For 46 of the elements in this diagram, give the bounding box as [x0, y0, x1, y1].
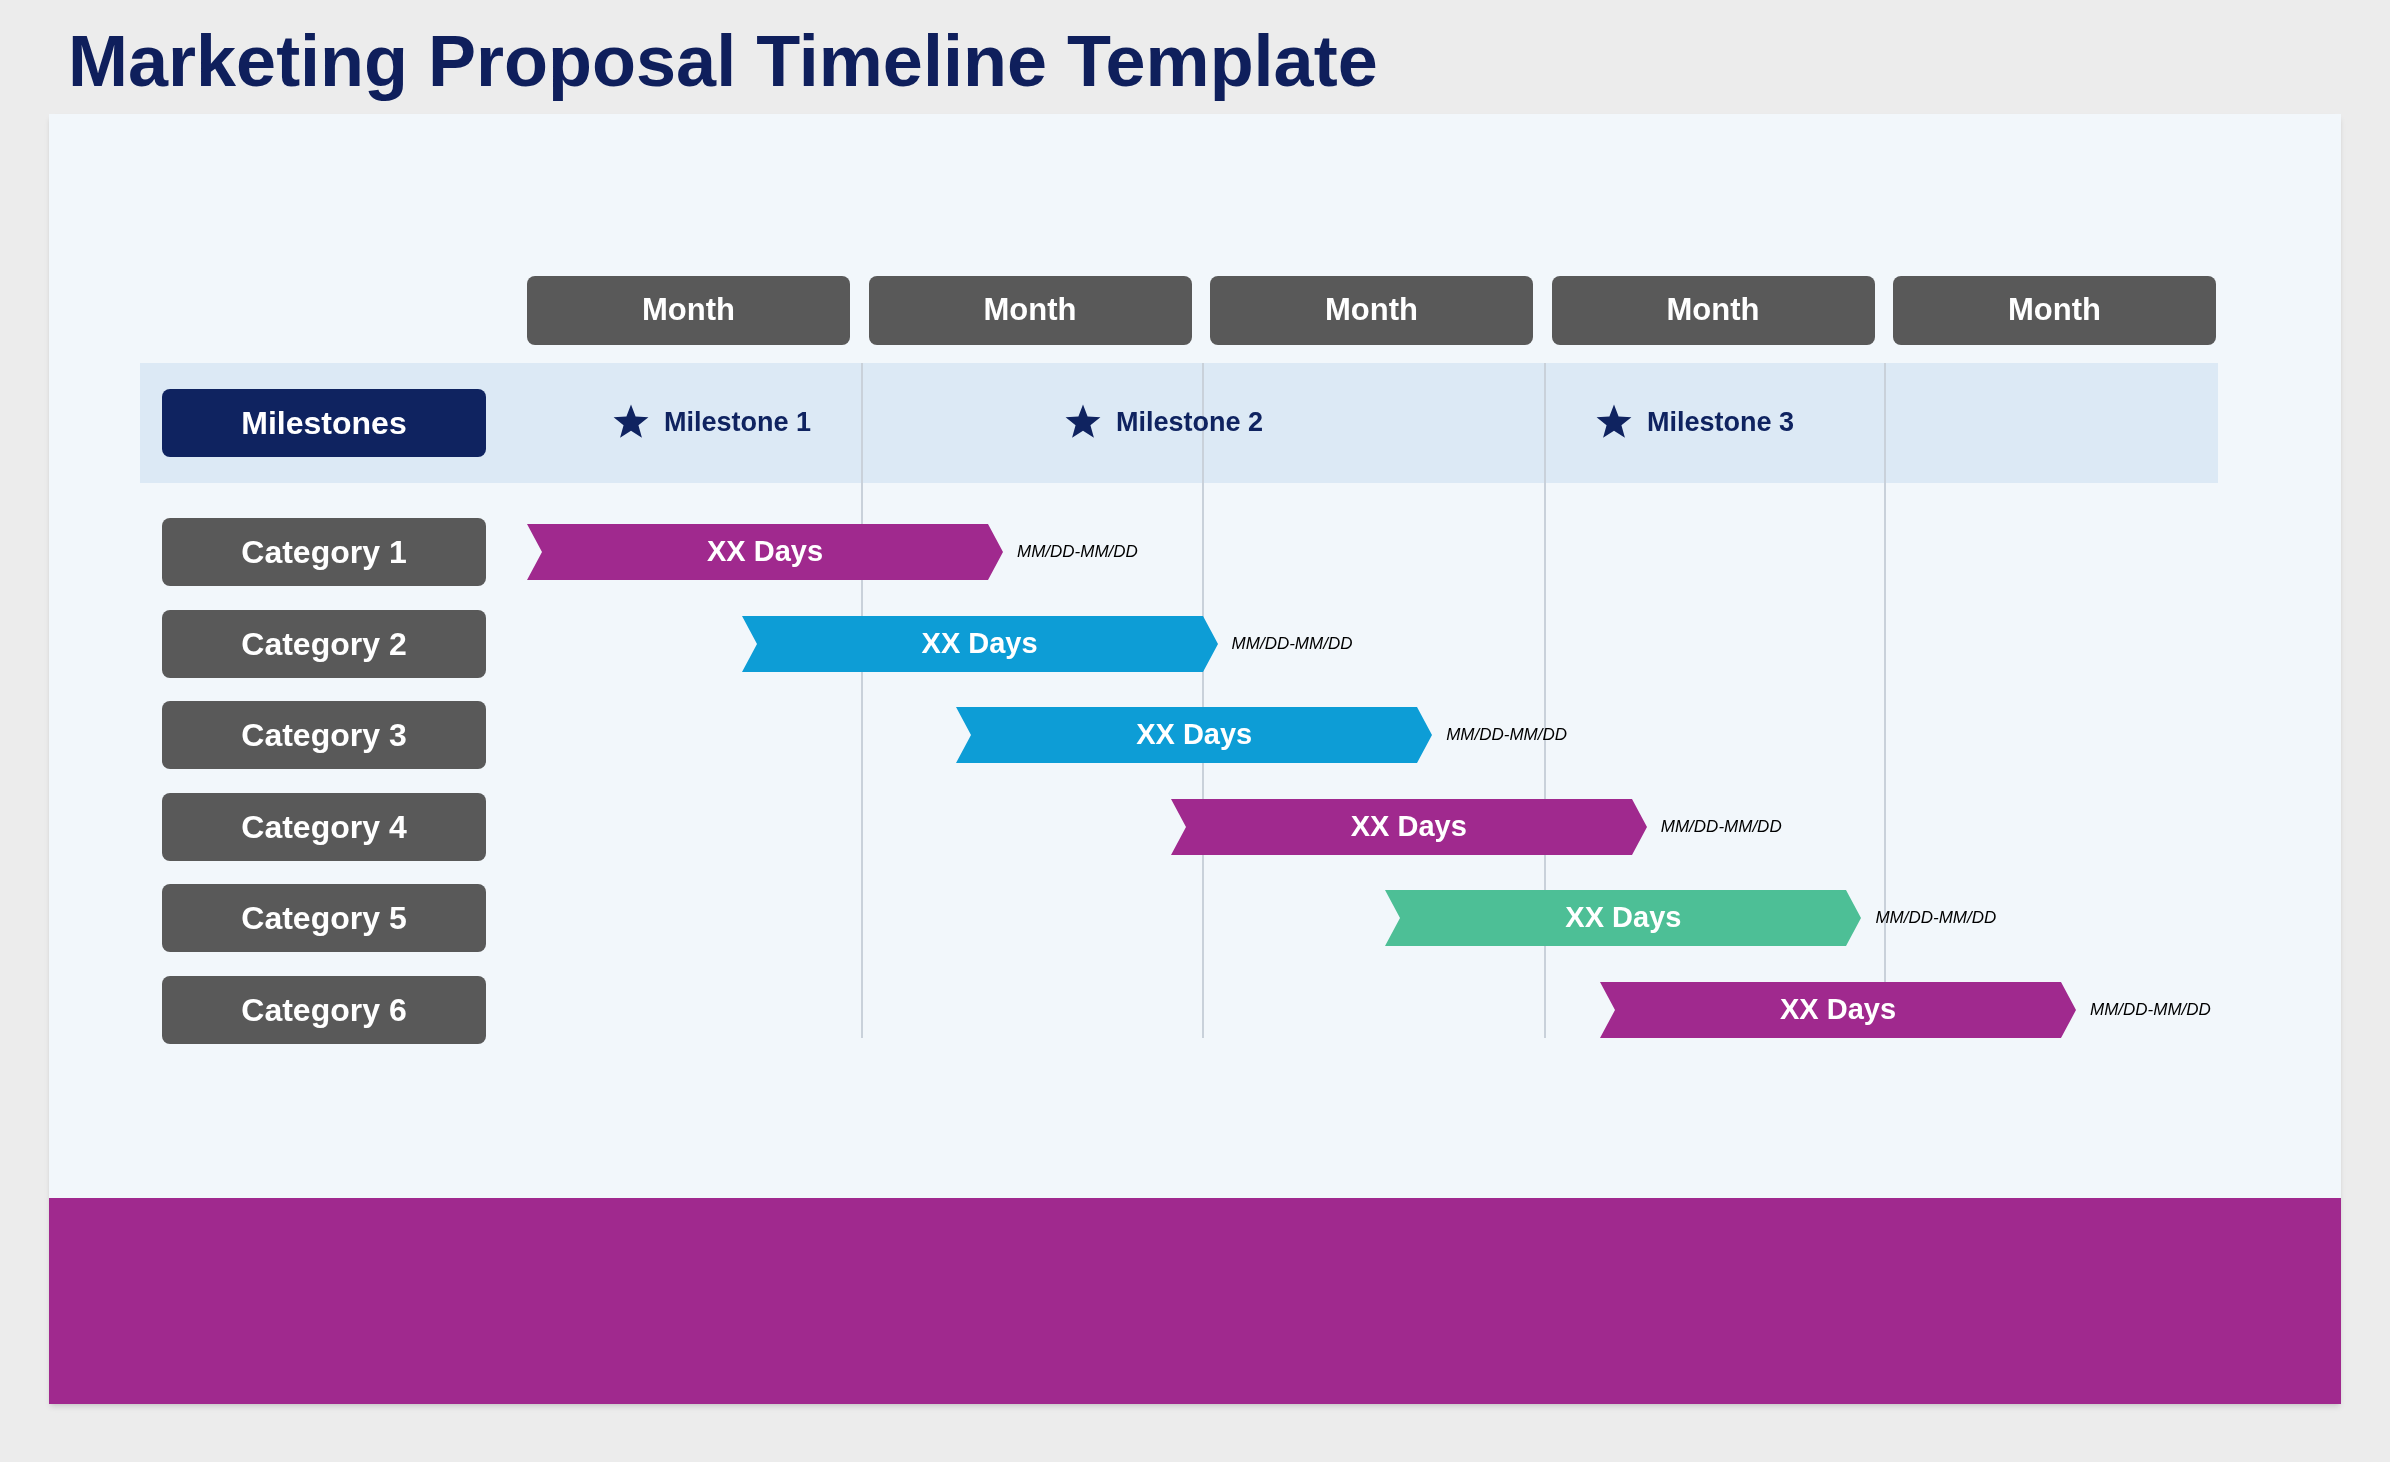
header-label: Month — [983, 291, 1077, 330]
header-label: Category 3 — [241, 716, 407, 755]
header-label: Category 6 — [241, 990, 407, 1030]
header-label: Category 1 — [241, 533, 407, 572]
page-title: Marketing Proposal Timeline Template — [68, 20, 1378, 103]
month-header — [1551, 276, 1875, 345]
header-label: Month — [1666, 291, 1760, 330]
milestone-label: Milestone 3 — [1647, 405, 1795, 439]
bar-label: XX Days — [1136, 717, 1253, 753]
date-range: MM/DD-MM/DD — [1660, 815, 1782, 838]
bar-label: XX Days — [1565, 900, 1682, 936]
category-label — [162, 609, 486, 678]
header-label: Category 2 — [241, 624, 407, 664]
bar-label: XX Days — [1779, 991, 1897, 1027]
header-label: Milestones — [241, 404, 407, 443]
bar-label: XX Days — [706, 534, 824, 570]
bar-label: XX Days — [1350, 808, 1467, 844]
task-bar — [741, 615, 1218, 672]
header-label: Month — [2008, 291, 2101, 330]
category-label — [162, 975, 486, 1044]
task-bar — [1385, 890, 1862, 946]
header-label: Month — [1325, 291, 1418, 330]
date-range: MM/DD-MM/DD — [1446, 724, 1568, 747]
date-range: MM/DD-MM/DD — [2090, 998, 2211, 1021]
bar-label: XX Days — [921, 625, 1038, 661]
milestone-label: Milestone 2 — [1116, 405, 1264, 439]
header-label: Category 4 — [241, 807, 407, 847]
month-header — [1210, 276, 1533, 345]
milestones-header — [162, 389, 486, 457]
month-header — [1893, 276, 2216, 345]
task-bar — [527, 524, 1003, 580]
category-label — [162, 792, 486, 861]
date-range: MM/DD-MM/DD — [1017, 541, 1138, 564]
header-label: Category 5 — [241, 899, 407, 938]
date-range: MM/DD-MM/DD — [1875, 907, 1997, 930]
task-bar — [1600, 981, 2076, 1038]
category-label — [162, 884, 486, 952]
milestone-label: Milestone 1 — [664, 405, 812, 439]
header-label: Month — [642, 291, 735, 330]
month-header — [527, 276, 850, 345]
month-header — [868, 276, 1192, 345]
category-label — [162, 701, 486, 769]
task-bar — [956, 707, 1433, 763]
category-label — [162, 518, 486, 586]
task-bar — [1170, 798, 1647, 855]
date-range: MM/DD-MM/DD — [1231, 632, 1353, 655]
